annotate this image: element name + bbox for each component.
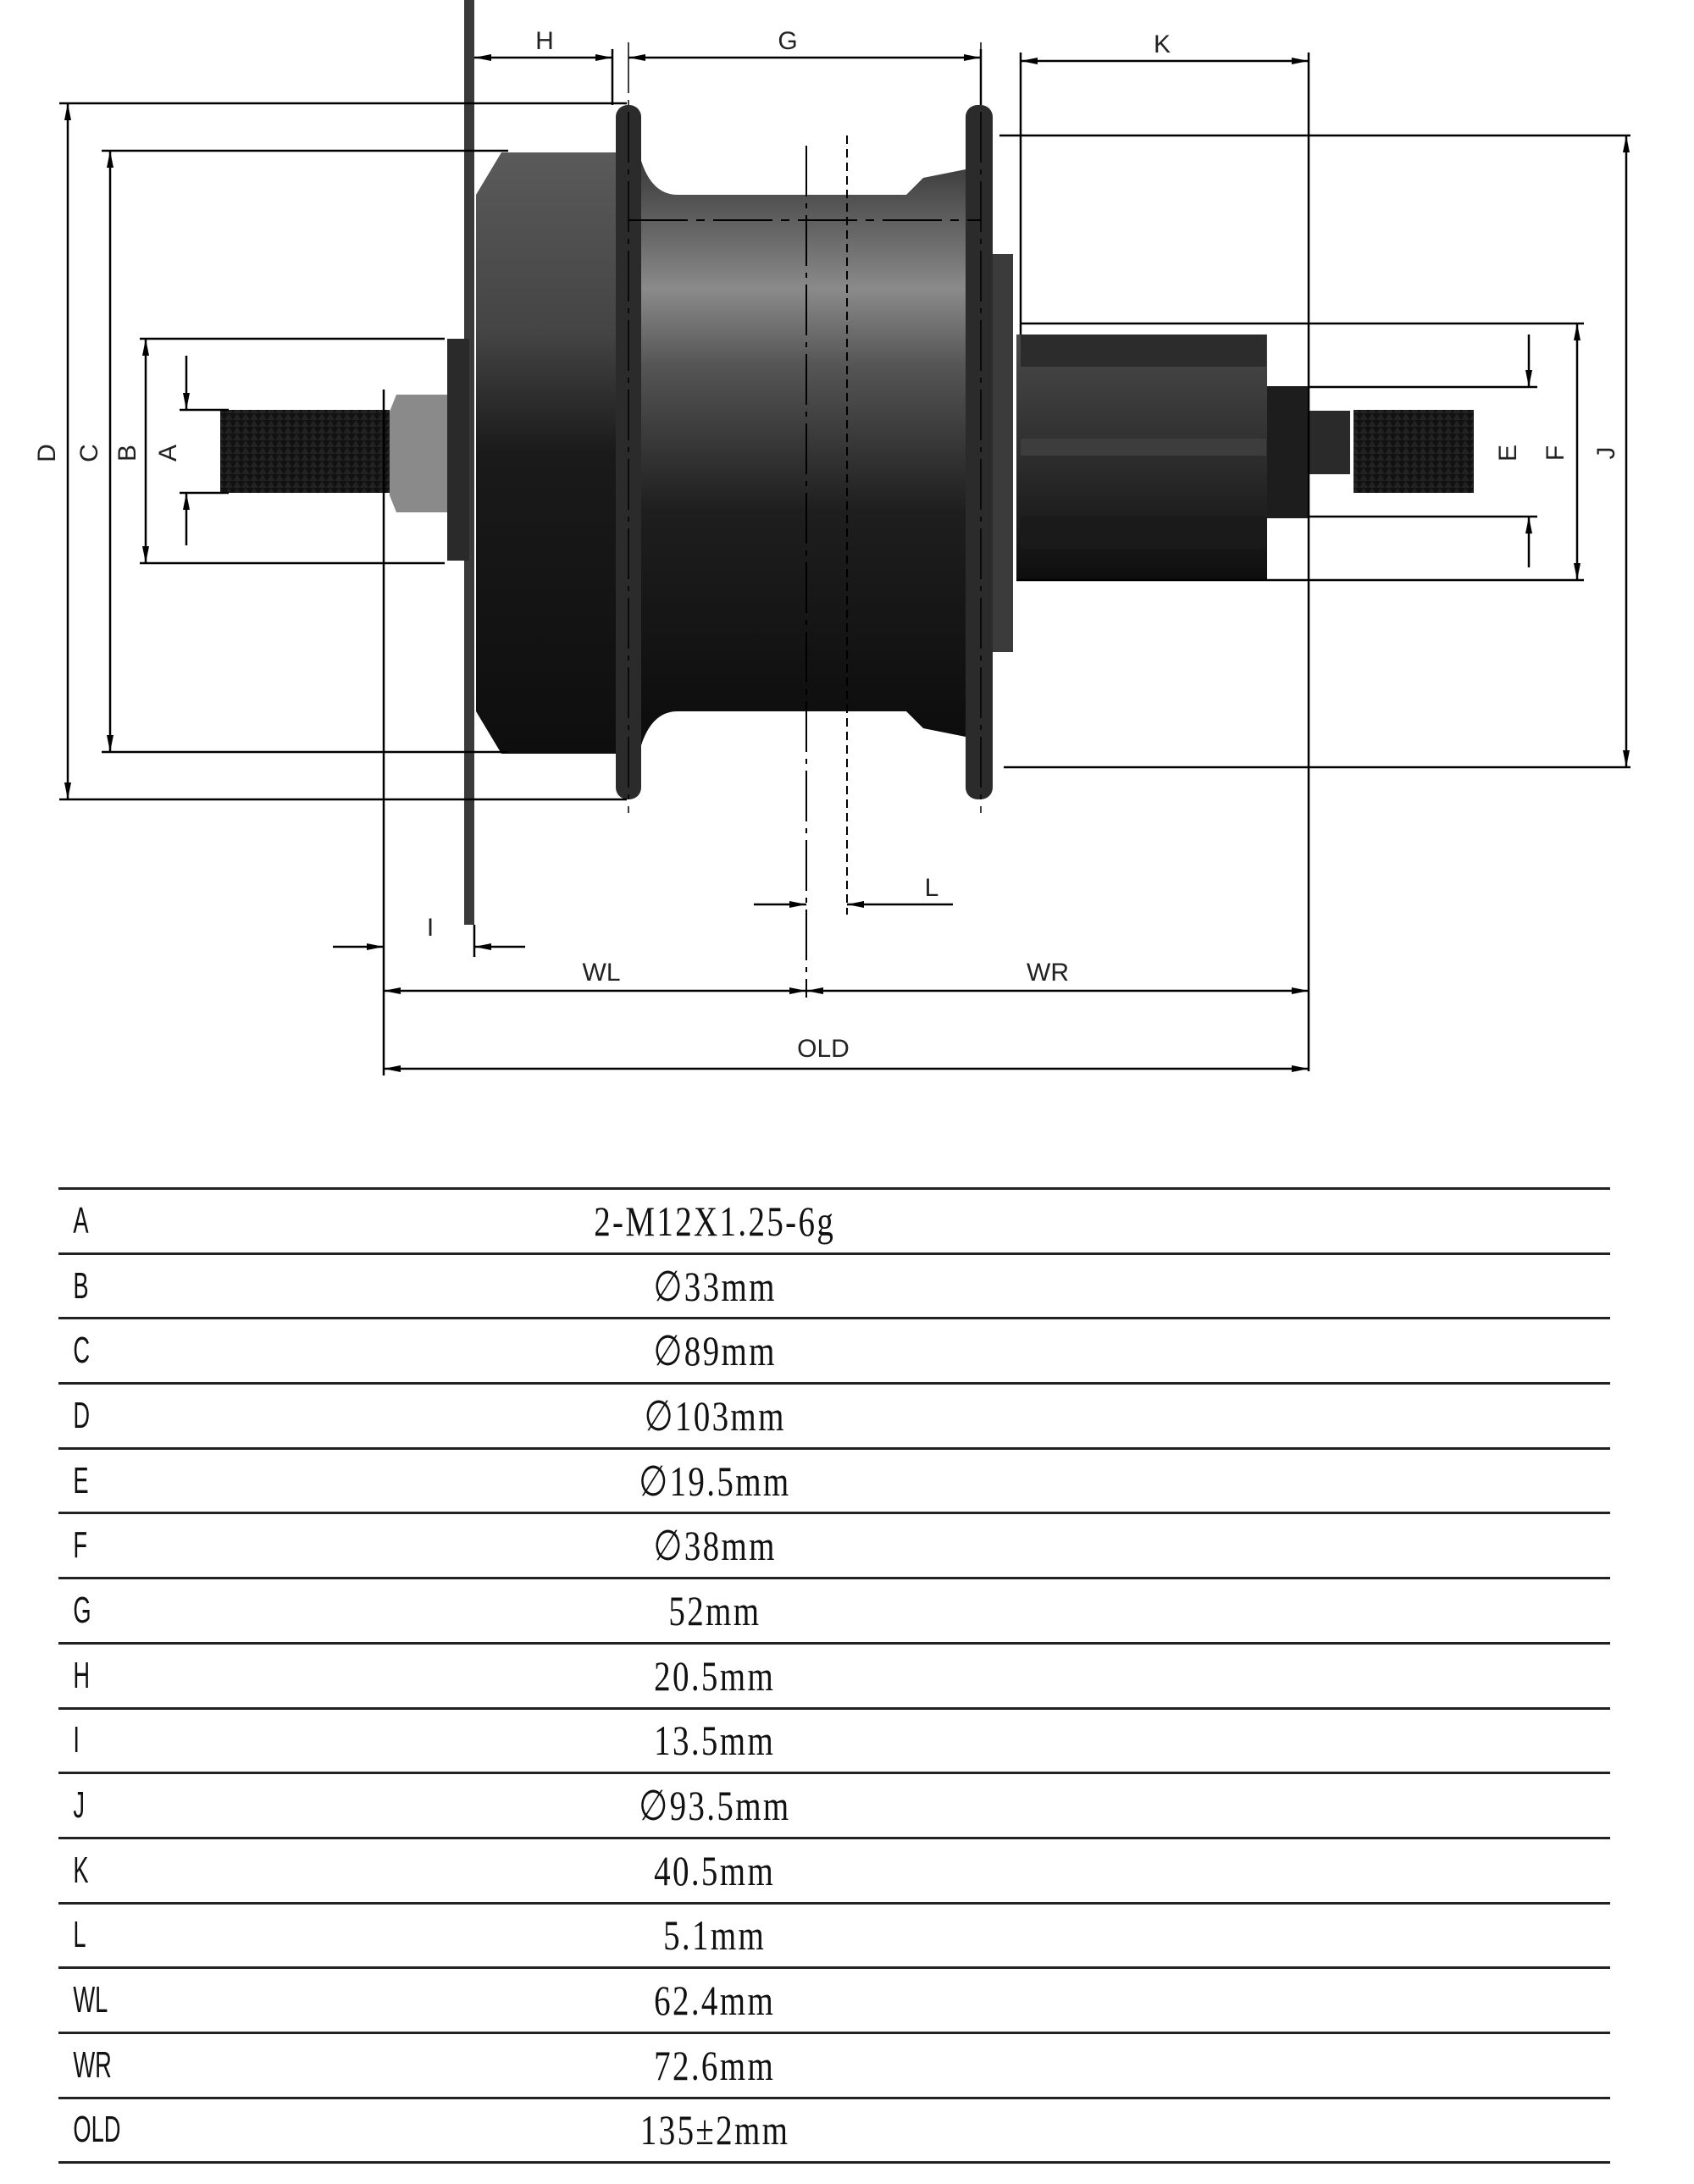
spec-key: F xyxy=(73,1524,88,1567)
spec-value: ∅38mm xyxy=(653,1522,777,1570)
table-row: J ∅93.5mm xyxy=(58,1772,1610,1838)
label-H: H xyxy=(535,27,554,55)
spec-key: L xyxy=(73,1914,86,1956)
axle-nut xyxy=(390,395,447,512)
spec-value: ∅89mm xyxy=(653,1327,777,1375)
spec-key: A xyxy=(73,1199,89,1241)
spec-value: 72.6mm xyxy=(654,2041,776,2089)
left-axle-thread xyxy=(220,410,390,493)
motor-side-cover xyxy=(476,152,618,754)
label-OLD: OLD xyxy=(797,1035,850,1063)
label-C: C xyxy=(75,444,103,462)
label-WL: WL xyxy=(583,959,621,987)
label-G: G xyxy=(778,27,797,55)
label-J: J xyxy=(1592,447,1620,460)
spec-key: J xyxy=(73,1784,85,1827)
spec-key: G xyxy=(73,1589,91,1631)
spec-table: A 2-M12X1.25-6g B ∅33mm C ∅89mm D ∅103mm E ∅1… xyxy=(58,1187,1610,2164)
spec-key: C xyxy=(73,1330,91,1372)
table-row: G 52mm xyxy=(58,1578,1610,1644)
spec-key: WR xyxy=(73,2043,112,2086)
spec-value: 40.5mm xyxy=(654,1846,776,1894)
spec-key: H xyxy=(73,1654,91,1696)
table-row: WR 72.6mm xyxy=(58,2032,1610,2098)
hub-motor-drawing: H G K D C B A E F J I L WL WR OLD xyxy=(33,0,1630,1075)
label-K: K xyxy=(1154,30,1171,58)
spec-value: ∅33mm xyxy=(653,1262,777,1310)
table-row: C ∅89mm xyxy=(58,1318,1610,1384)
spec-key: B xyxy=(73,1264,89,1307)
table-row: B ∅33mm xyxy=(58,1253,1610,1319)
spec-key: WL xyxy=(73,1979,108,2021)
spec-value: 2-M12X1.25-6g xyxy=(594,1197,836,1245)
table-row: F ∅38mm xyxy=(58,1512,1610,1579)
label-I: I xyxy=(427,914,434,942)
table-row: D ∅103mm xyxy=(58,1383,1610,1449)
spec-key: OLD xyxy=(73,2109,121,2151)
spec-value: 62.4mm xyxy=(654,1977,776,2025)
right-flange xyxy=(966,105,993,799)
spec-value: ∅93.5mm xyxy=(639,1782,791,1830)
label-B: B xyxy=(113,445,141,462)
table-row: A 2-M12X1.25-6g xyxy=(58,1188,1610,1254)
spec-value: 20.5mm xyxy=(654,1651,776,1700)
spec-value: 13.5mm xyxy=(654,1717,776,1765)
spec-key: D xyxy=(73,1394,91,1436)
table-row: K 40.5mm xyxy=(58,1838,1610,1903)
label-F: F xyxy=(1542,445,1569,461)
spec-key: I xyxy=(73,1719,80,1761)
table-row: I 13.5mm xyxy=(58,1708,1610,1773)
right-axle-thread xyxy=(1354,410,1474,493)
spec-key: E xyxy=(73,1459,89,1501)
label-D: D xyxy=(33,444,61,462)
spec-value: ∅19.5mm xyxy=(639,1457,791,1505)
table-row: L 5.1mm xyxy=(58,1903,1610,1968)
table-row: OLD 135±2mm xyxy=(58,2098,1610,2163)
label-A: A xyxy=(154,445,182,462)
label-WR: WR xyxy=(1027,959,1069,987)
hub-shell xyxy=(641,161,966,745)
table-row: E ∅19.5mm xyxy=(58,1448,1610,1513)
spec-key: K xyxy=(73,1849,89,1891)
label-L: L xyxy=(925,874,939,902)
spec-value: 52mm xyxy=(668,1586,761,1634)
spec-value: 5.1mm xyxy=(663,1911,767,1960)
label-E: E xyxy=(1494,445,1522,462)
table-row: H 20.5mm xyxy=(58,1643,1610,1708)
spec-value: ∅103mm xyxy=(644,1391,786,1440)
table-row: WL 62.4mm xyxy=(58,1967,1610,2033)
spec-value: 135±2mm xyxy=(639,2106,790,2154)
